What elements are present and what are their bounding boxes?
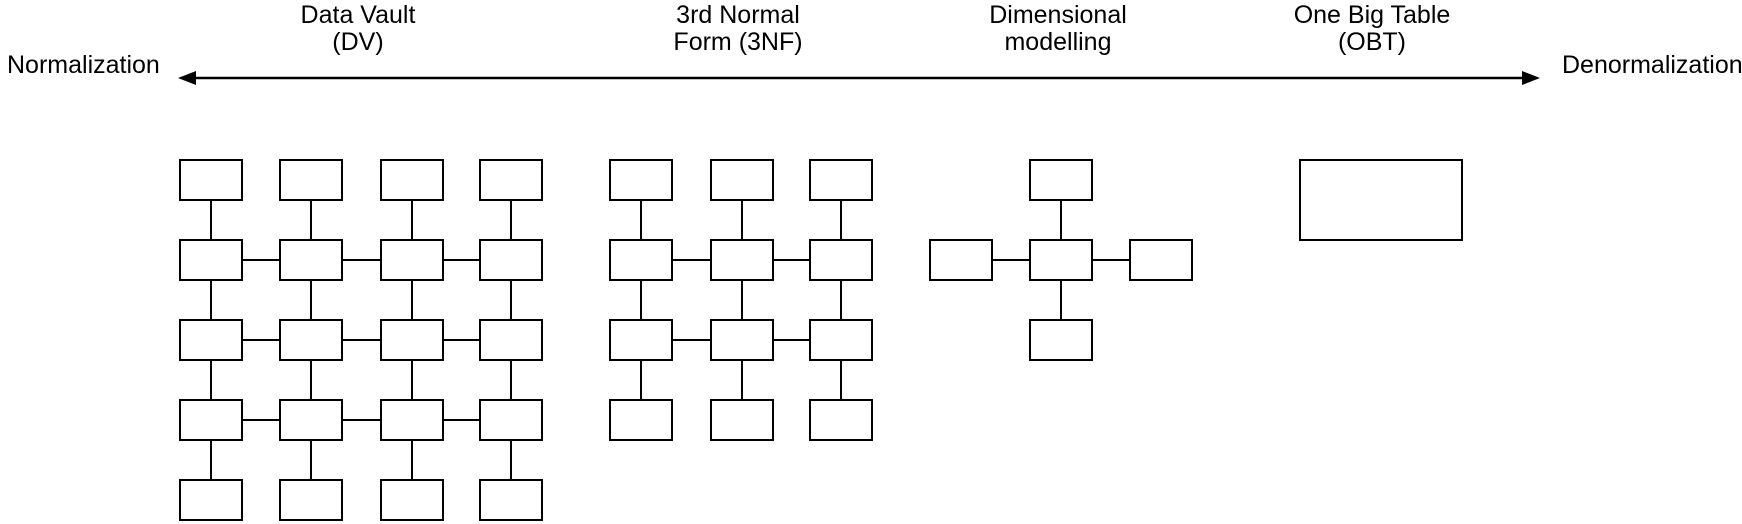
spectrum-arrow-right-head — [1522, 71, 1540, 85]
third-normal-form-table-box — [710, 399, 774, 441]
data-vault-table-box — [380, 319, 444, 361]
data-vault-table-box — [179, 159, 243, 201]
data-vault-table-box — [380, 159, 444, 201]
dimensional-modelling-fact-box — [1029, 239, 1093, 281]
approach-label-data-vault: Data Vault (DV) — [301, 2, 416, 56]
dimensional-modelling-dimension-box — [1129, 239, 1193, 281]
data-vault-table-box — [479, 159, 543, 201]
third-normal-form-table-box — [710, 239, 774, 281]
third-normal-form-table-box — [609, 399, 673, 441]
normalization-label: Normalization — [7, 51, 160, 79]
spectrum-arrow-left-head — [178, 71, 196, 85]
data-vault-table-box — [279, 319, 343, 361]
data-vault-table-box — [179, 399, 243, 441]
data-vault-table-box — [279, 399, 343, 441]
approach-label-line1: Dimensional — [989, 1, 1127, 29]
approach-label-line2: modelling — [1004, 28, 1112, 56]
data-vault-table-box — [380, 479, 444, 521]
dimensional-modelling-dimension-box — [1029, 319, 1093, 361]
one-big-table-table-box — [1299, 159, 1463, 241]
approach-label-line1: One Big Table — [1293, 1, 1451, 29]
data-vault-table-box — [179, 239, 243, 281]
data-vault-table-box — [179, 319, 243, 361]
data-vault-table-box — [479, 399, 543, 441]
dimensional-modelling-dimension-box — [1029, 159, 1093, 201]
approach-label-line1: 3rd Normal — [676, 1, 800, 29]
approach-label-line2: (OBT) — [1337, 28, 1407, 56]
dimensional-modelling-dimension-box — [929, 239, 993, 281]
data-vault-table-box — [380, 239, 444, 281]
third-normal-form-table-box — [809, 159, 873, 201]
data-vault-table-box — [479, 479, 543, 521]
denormalization-label: Denormalization — [1562, 51, 1742, 79]
third-normal-form-table-box — [609, 159, 673, 201]
third-normal-form-table-box — [809, 239, 873, 281]
approach-label-line2: (DV) — [332, 28, 384, 56]
data-vault-table-box — [279, 479, 343, 521]
approach-label-third-normal-form: 3rd Normal Form (3NF) — [673, 2, 802, 56]
data-vault-table-box — [380, 399, 444, 441]
third-normal-form-table-box — [609, 319, 673, 361]
data-vault-table-box — [279, 159, 343, 201]
third-normal-form-table-box — [710, 319, 774, 361]
approach-label-line1: Data Vault — [300, 1, 416, 29]
third-normal-form-table-box — [809, 319, 873, 361]
approach-label-line2: Form (3NF) — [673, 28, 803, 56]
data-vault-table-box — [279, 239, 343, 281]
third-normal-form-table-box — [609, 239, 673, 281]
data-vault-table-box — [479, 319, 543, 361]
approach-label-one-big-table: One Big Table (OBT) — [1294, 2, 1451, 56]
data-vault-table-box — [179, 479, 243, 521]
approach-label-dimensional-modelling: Dimensional modelling — [989, 2, 1127, 56]
third-normal-form-table-box — [710, 159, 774, 201]
third-normal-form-table-box — [809, 399, 873, 441]
data-vault-table-box — [479, 239, 543, 281]
